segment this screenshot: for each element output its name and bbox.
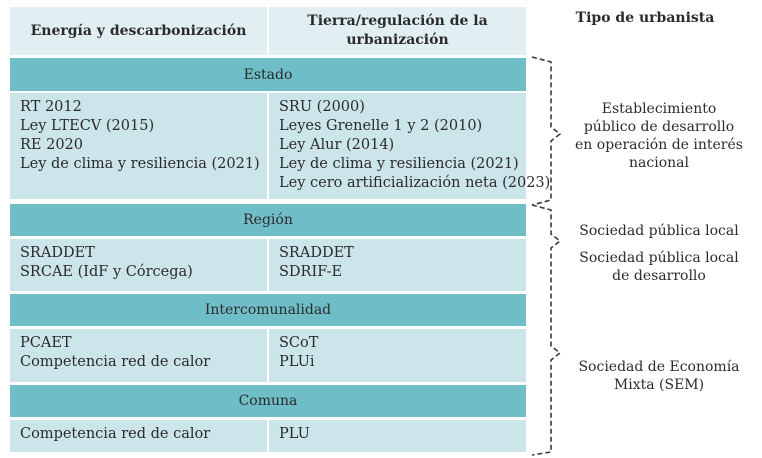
list-item: Ley cero artificialización neta (2023) xyxy=(279,175,551,191)
estado-energy-cell: RT 2012 Ley LTECV (2015) RE 2020 Ley de … xyxy=(10,93,267,199)
list-item: Ley de clima y resiliencia (2021) xyxy=(279,156,519,172)
region-land-cell: SRADDET SDRIF-E xyxy=(269,239,526,291)
list-item: Leyes Grenelle 1 y 2 (2010) xyxy=(279,118,483,134)
list-item: Ley LTECV (2015) xyxy=(20,118,155,134)
level-band-estado: Estado xyxy=(10,58,526,91)
list-item: RT 2012 xyxy=(20,99,82,115)
list-item: SDRIF-E xyxy=(279,264,343,280)
list-item: SRADDET xyxy=(20,245,95,261)
list-item: Competencia red de calor xyxy=(20,426,211,442)
column-header-energy: Energía y descarbonización xyxy=(10,7,267,55)
column-header-urbanist-type: Tipo de urbanista xyxy=(575,10,715,26)
list-item: Ley de clima y resiliencia (2021) xyxy=(20,156,260,172)
list-item: PCAET xyxy=(20,335,72,351)
urbanist-epa: Establecimiento público de desarrollo en… xyxy=(575,101,743,171)
level-band-intercomunalidad: Intercomunalidad xyxy=(10,294,526,326)
intercomunalidad-land-cell: SCoT PLUi xyxy=(269,329,526,382)
column-header-land: Tierra/regulación de la urbanización xyxy=(269,7,526,55)
list-item: PLU xyxy=(279,426,310,442)
bracket-estado xyxy=(531,56,562,206)
list-item: SRU (2000) xyxy=(279,99,365,115)
bracket-connectors xyxy=(531,56,562,456)
bracket-region-to-comuna xyxy=(531,204,562,456)
list-item: PLUi xyxy=(279,354,315,370)
comuna-land-cell: PLU xyxy=(269,420,526,452)
list-item: Competencia red de calor xyxy=(20,354,211,370)
region-energy-cell: SRADDET SRCAE (IdF y Córcega) xyxy=(10,239,267,291)
list-item: RE 2020 xyxy=(20,137,84,153)
list-item: SCoT xyxy=(279,335,319,351)
level-band-comuna: Comuna xyxy=(10,385,526,417)
urbanist-splad: Sociedad pública local de desarrollo xyxy=(579,250,739,284)
urbanist-sem: Sociedad de Economía Mixta (SEM) xyxy=(578,359,740,393)
comuna-energy-cell: Competencia red de calor xyxy=(10,420,267,452)
level-band-region: Región xyxy=(10,204,526,236)
urbanist-spl: Sociedad pública local xyxy=(579,223,739,239)
list-item: Ley Alur (2014) xyxy=(279,137,395,153)
intercomunalidad-energy-cell: PCAET Competencia red de calor xyxy=(10,329,267,382)
list-item: SRCAE (IdF y Córcega) xyxy=(20,264,193,280)
estado-land-cell: SRU (2000) Leyes Grenelle 1 y 2 (2010) L… xyxy=(269,93,551,199)
list-item: SRADDET xyxy=(279,245,354,261)
